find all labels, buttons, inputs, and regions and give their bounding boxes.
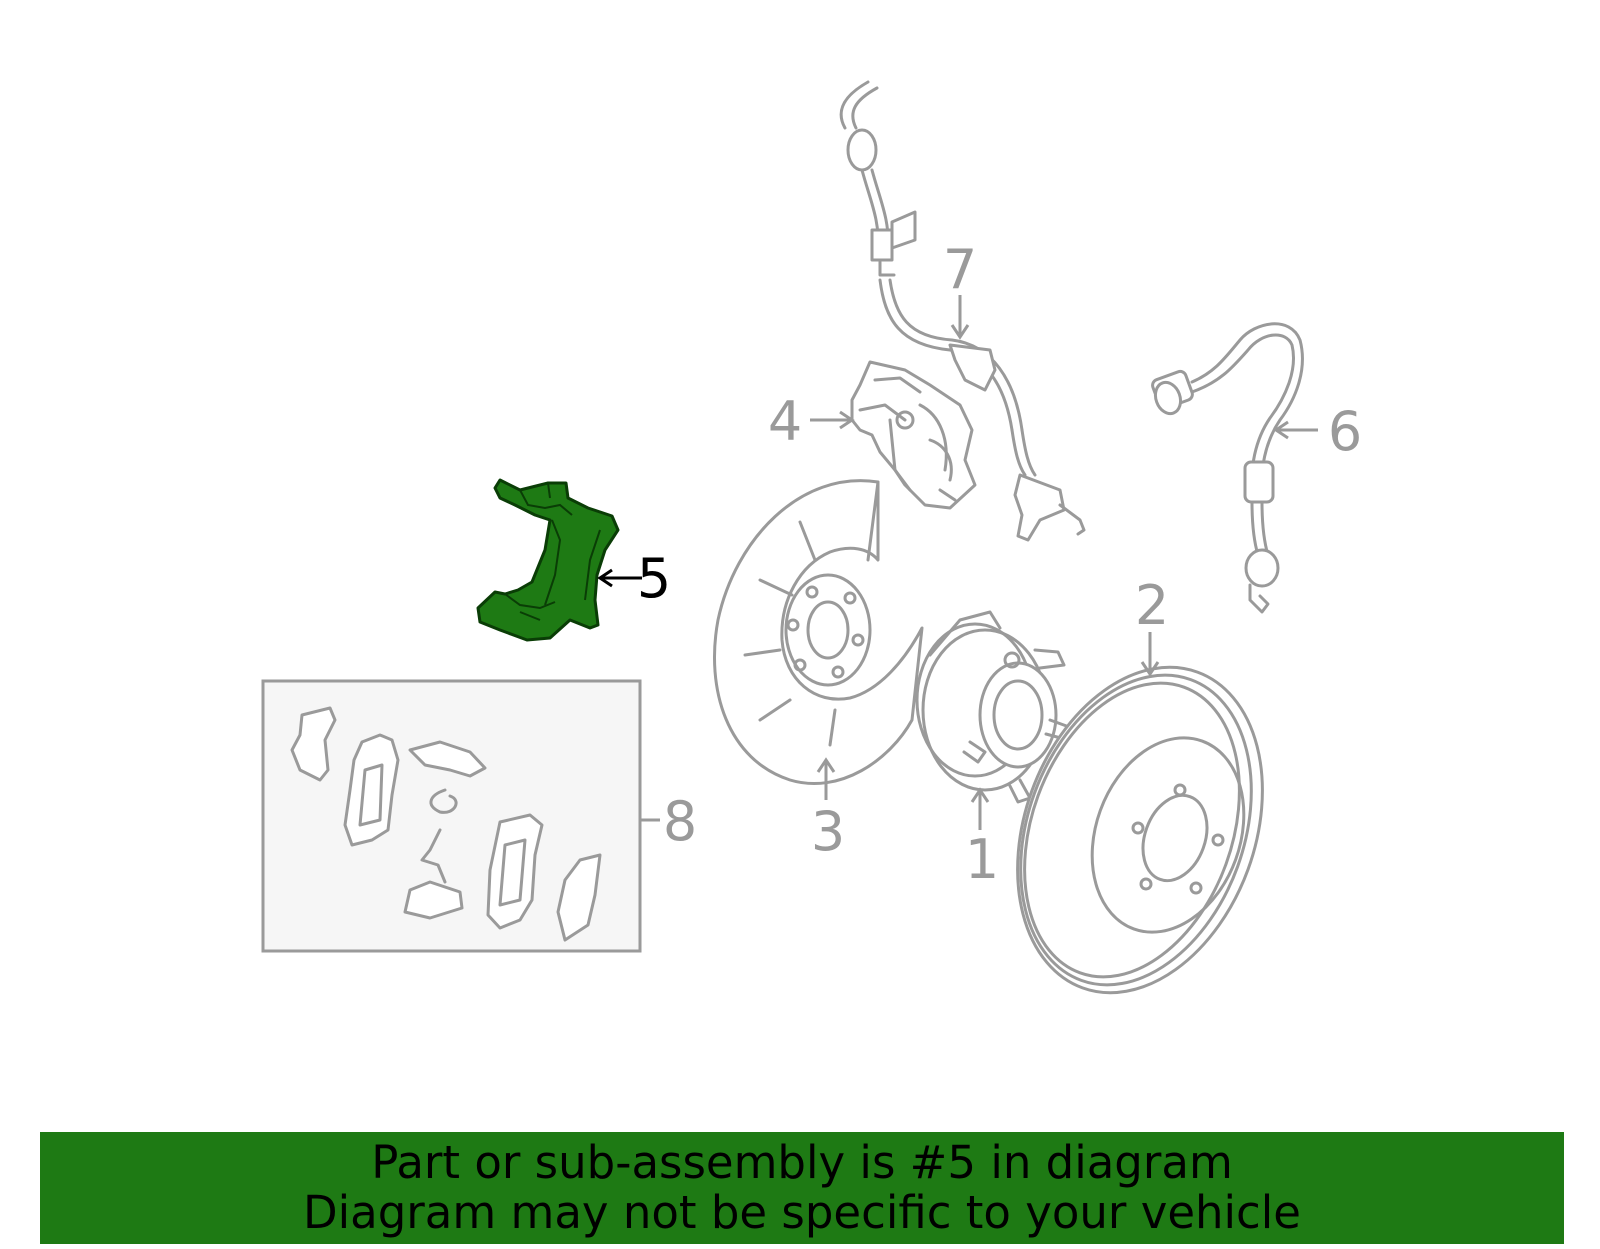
callout-arrows <box>597 295 1318 830</box>
part-3-dust-shield[interactable] <box>713 479 924 786</box>
part-7-abs-sensor[interactable] <box>839 80 1086 542</box>
callout-5: 5 <box>637 547 671 610</box>
banner-line-1: Part or sub-assembly is #5 in diagram <box>371 1136 1233 1189</box>
callout-7: 7 <box>943 238 977 301</box>
callout-2: 2 <box>1135 574 1169 637</box>
callout-1: 1 <box>965 828 999 891</box>
part-1-hub-bearing[interactable] <box>915 610 1074 804</box>
callout-8: 8 <box>663 790 697 853</box>
callout-3: 3 <box>811 800 845 863</box>
callout-labels: 7 4 6 5 2 3 1 8 <box>637 238 1362 891</box>
info-banner: Part or sub-assembly is #5 in diagram Di… <box>40 1132 1564 1244</box>
part-2-brake-rotor[interactable] <box>974 633 1305 1027</box>
part-4-brake-caliper[interactable] <box>850 360 977 510</box>
callout-4: 4 <box>768 390 802 453</box>
callout-6: 6 <box>1328 400 1362 463</box>
part-8-brake-pad-kit[interactable] <box>261 679 642 953</box>
banner-line-2: Diagram may not be specific to your vehi… <box>303 1186 1301 1239</box>
part-6-brake-hose[interactable] <box>1151 322 1304 614</box>
part-5-caliper-bracket[interactable] <box>476 478 620 642</box>
